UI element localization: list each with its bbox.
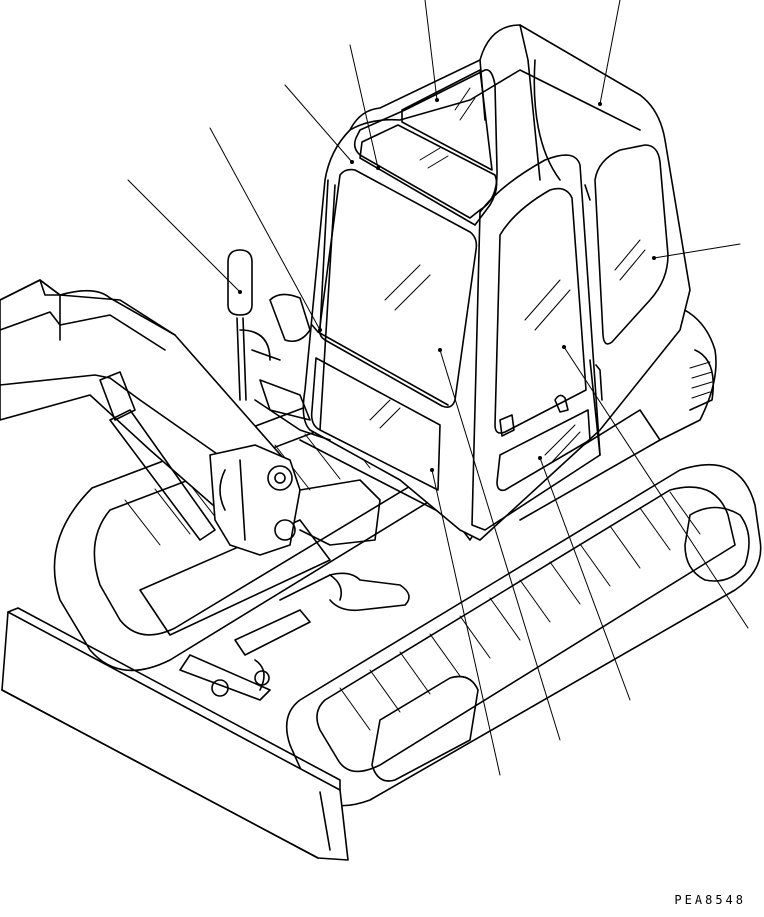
- right-track: [285, 463, 762, 807]
- swing-bracket: [209, 444, 381, 556]
- cab: [302, 24, 691, 541]
- dozer-blade: [1, 607, 349, 861]
- operator-seat: [254, 293, 331, 441]
- mirror: [227, 249, 281, 401]
- drawing-code: PEA8548: [674, 893, 746, 907]
- blade-linkage: [179, 572, 410, 701]
- leader-lines: [127, 0, 749, 776]
